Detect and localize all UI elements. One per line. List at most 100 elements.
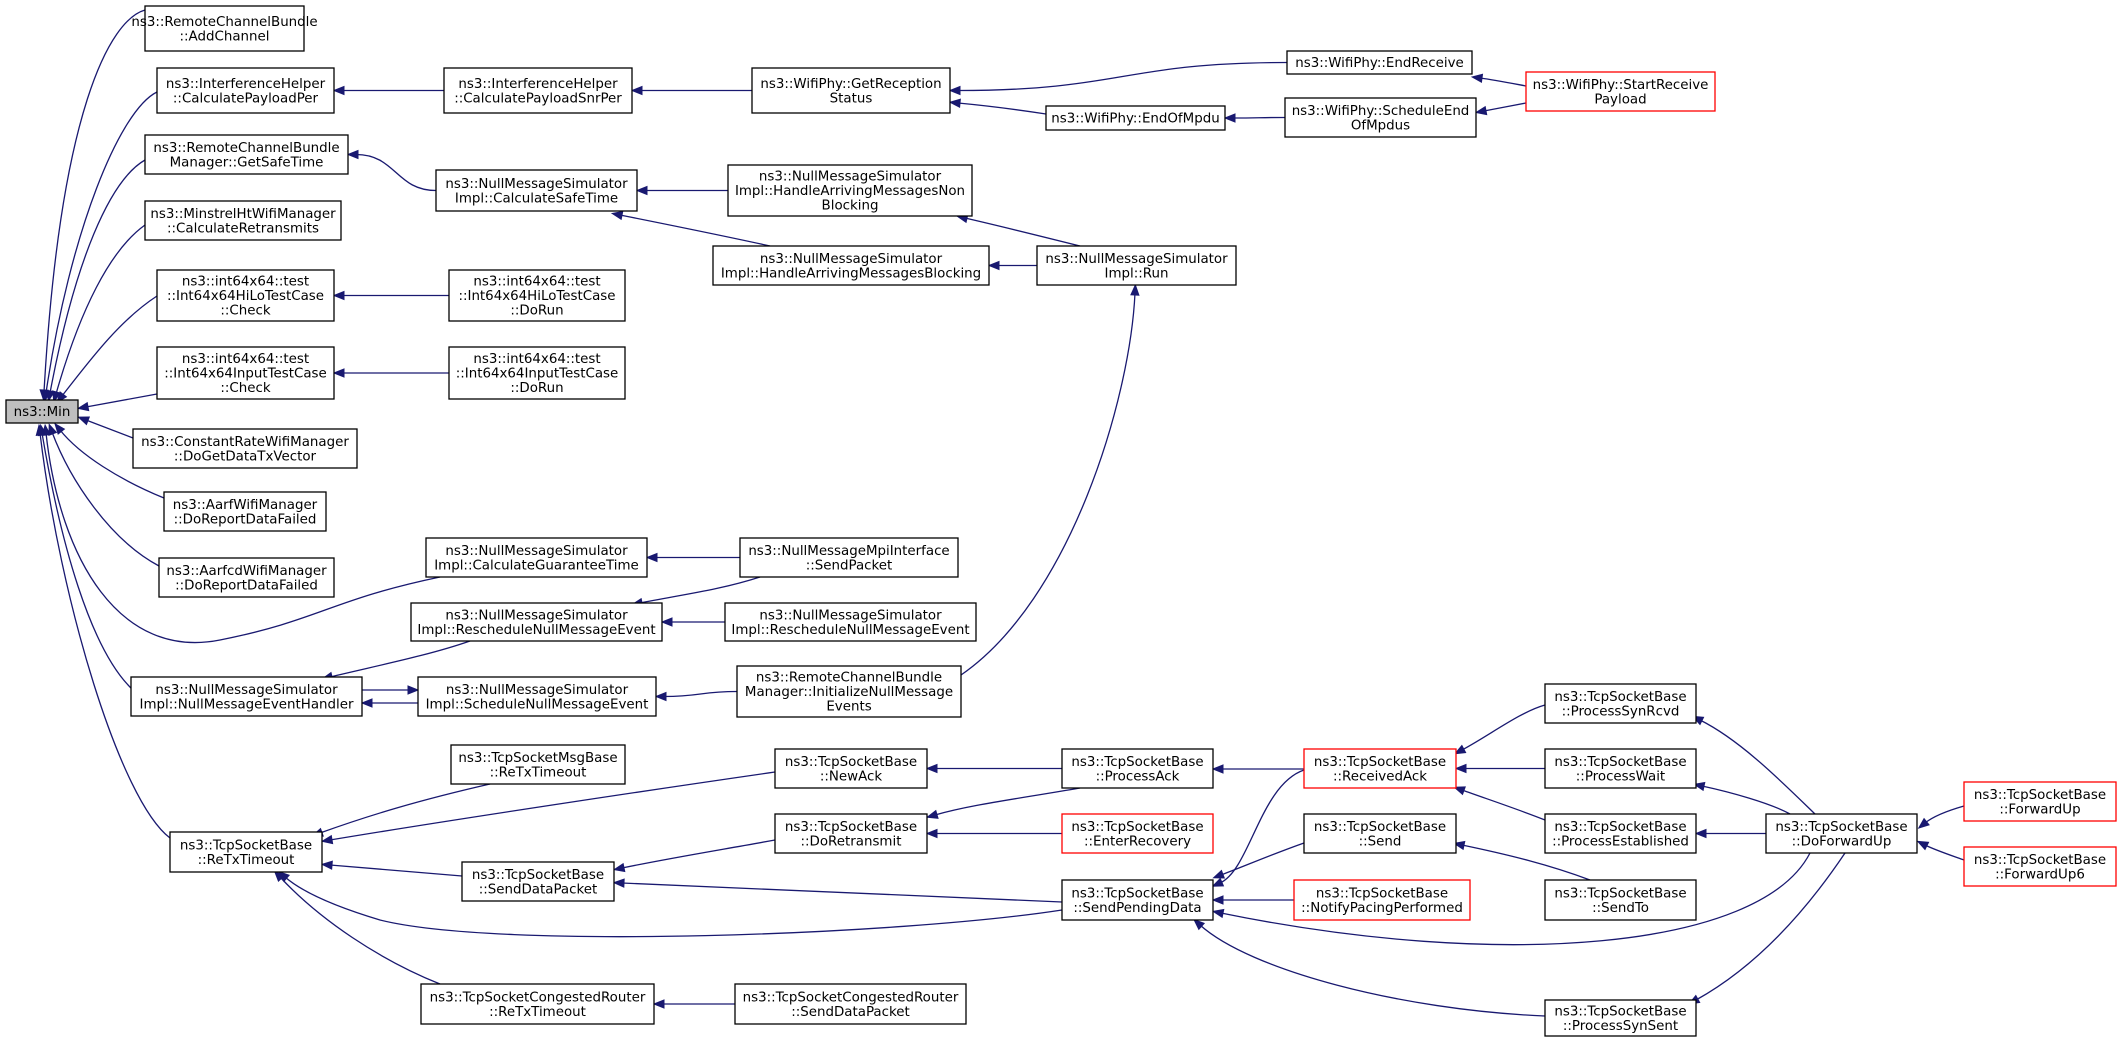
node-tsb-forwardup6[interactable]: ns3::TcpSocketBase::ForwardUp6 [1963, 846, 2117, 887]
node-tsb-doretransmit[interactable]: ns3::TcpSocketBase::DoRetransmit [774, 813, 928, 854]
node-min: ns3::Min [5, 399, 79, 424]
node-box [425, 537, 648, 578]
node-nms-reschedule-b[interactable]: ns3::NullMessageSimulatorImpl::Reschedul… [724, 602, 977, 642]
node-label-line: ns3::int64x64::test [473, 352, 600, 367]
node-box [1284, 97, 1477, 138]
node-nms-calcsafetime[interactable]: ns3::NullMessageSimulatorImpl::Calculate… [435, 169, 638, 212]
node-wp-endofmpdu[interactable]: ns3::WifiPhy::EndOfMpdu [1045, 105, 1226, 131]
node-hilo-check[interactable]: ns3::int64x64::test::Int64x64HiLoTestCas… [156, 269, 335, 322]
node-label-line: Impl::HandleArrivingMessagesNon [735, 184, 965, 199]
arrowhead-wp_scheduleendofmpdus-to-wp_endofmpdu [1223, 113, 1236, 123]
node-label-line: ns3::ConstantRateWifiManager [141, 435, 349, 450]
node-box [144, 200, 342, 241]
node-label-line: ::SendPacket [806, 558, 893, 573]
node-label-line: ns3::TcpSocketMsgBase [458, 751, 617, 766]
node-box [144, 5, 305, 52]
node-tsb-processwait[interactable]: ns3::TcpSocketBase::ProcessWait [1544, 748, 1697, 789]
node-tsb-processsynsent[interactable]: ns3::TcpSocketBase::ProcessSynSent [1544, 999, 1697, 1037]
node-ih-calcpayloadsnrper[interactable]: ns3::InterferenceHelper::CalculatePayloa… [443, 67, 633, 114]
arrowhead-hilo_dorun-to-hilo_check [332, 290, 345, 301]
node-input-dorun[interactable]: ns3::int64x64::test::Int64x64InputTestCa… [448, 346, 626, 400]
node-crwm-dogetdatatxvector[interactable]: ns3::ConstantRateWifiManager::DoGetDataT… [132, 428, 358, 469]
node-nms-calcguaranteetime[interactable]: ns3::NullMessageSimulatorImpl::Calculate… [425, 537, 648, 578]
edge-tsb_forwardup-to-tsb_doforwardup [1924, 805, 1965, 824]
node-label-line: ns3::NullMessageSimulator [759, 608, 942, 623]
edge-hilo_check-to-min [61, 295, 158, 397]
node-nms-reschedule-a[interactable]: ns3::NullMessageSimulatorImpl::Reschedul… [410, 602, 663, 642]
node-box [1765, 813, 1918, 854]
edge-mht_calcretransmits-to-min [55, 224, 146, 395]
arrowhead-tsb_processwait-to-tsb_receivedack [1454, 763, 1467, 774]
edge-tsb_sendpendingdata-to-tsb_senddatapacket [621, 882, 1063, 903]
node-label-line: Status [830, 91, 873, 106]
arrowhead-tscr_senddatapacket-to-tscr_retxtimeout [652, 999, 665, 1009]
node-box [443, 67, 633, 114]
node-tsb-send[interactable]: ns3::TcpSocketBase::Send [1303, 813, 1457, 854]
node-box [163, 491, 327, 532]
node-input-check[interactable]: ns3::int64x64::test::Int64x64InputTestCa… [156, 346, 335, 400]
node-label-line: ::Check [220, 304, 270, 319]
node-aarf-doreportdatafailed[interactable]: ns3::AarfWifiManager::DoReportDataFailed [163, 491, 327, 532]
node-mht-calcretransmits[interactable]: ns3::MinstrelHtWifiManager::CalculateRet… [144, 200, 342, 241]
node-tsb-doforwardup[interactable]: ns3::TcpSocketBase::DoForwardUp [1765, 813, 1918, 854]
node-nmmpi-sendpacket[interactable]: ns3::NullMessageMpiInterface::SendPacket [739, 537, 959, 578]
edge-nms_handleblocking-to-nms_calcsafetime [619, 214, 771, 247]
node-rcbm-initnull[interactable]: ns3::RemoteChannelBundleManager::Initial… [736, 665, 962, 718]
node-tsb-forwardup[interactable]: ns3::TcpSocketBase::ForwardUp [1963, 781, 2117, 822]
node-label-line: ::CalculateRetransmits [167, 221, 319, 236]
node-tsb-sendpendingdata[interactable]: ns3::TcpSocketBase::SendPendingData [1061, 879, 1214, 921]
node-box [1544, 683, 1697, 724]
arrowhead-crwm_dogetdatatxvector-to-min [77, 416, 91, 426]
node-label-line: ::SendPendingData [1073, 901, 1201, 916]
node-tsb-newack[interactable]: ns3::TcpSocketBase::NewAck [774, 748, 928, 789]
node-hilo-dorun[interactable]: ns3::int64x64::test::Int64x64HiLoTestCas… [448, 269, 626, 322]
edge-rcbm_initnull-to-nms_run [960, 292, 1136, 676]
edge-tsb_forwardup6-to-tsb_doforwardup [1924, 844, 1965, 861]
node-box [1045, 105, 1226, 131]
arrowhead-tscr_retxtimeout-to-tsb_retxtimeout [273, 870, 286, 883]
node-tsb-notifypacing[interactable]: ns3::TcpSocketBase::NotifyPacingPerforme… [1293, 879, 1471, 921]
node-tsb-processestablished[interactable]: ns3::TcpSocketBase::ProcessEstablished [1544, 813, 1697, 854]
node-rcbm-getsafetime[interactable]: ns3::RemoteChannelBundleManager::GetSafe… [144, 134, 349, 175]
node-tsb-processsynrcvd[interactable]: ns3::TcpSocketBase::ProcessSynRcvd [1544, 683, 1697, 724]
node-tscr-senddatapacket[interactable]: ns3::TcpSocketCongestedRouter::SendDataP… [734, 983, 967, 1025]
node-tsb-processack[interactable]: ns3::TcpSocketBase::ProcessAck [1061, 748, 1214, 789]
node-box [727, 164, 973, 217]
edge-tsb_senddatapacket-to-tsb_retxtimeout [329, 864, 463, 877]
node-rcb-addchannel[interactable]: ns3::RemoteChannelBundle::AddChannel [131, 5, 318, 52]
node-box [1544, 999, 1697, 1037]
node-tsb-sendto[interactable]: ns3::TcpSocketBase::SendTo [1544, 879, 1697, 921]
arrowhead-tsb_forwardup-to-tsb_doforwardup [1917, 817, 1930, 829]
arrowhead-nms_reschedule_b-to-nms_reschedule_a [660, 617, 673, 627]
node-tsmb-retxtimeout[interactable]: ns3::TcpSocketMsgBase::ReTxTimeout [450, 744, 626, 785]
node-nms-handlenonblocking[interactable]: ns3::NullMessageSimulatorImpl::HandleArr… [727, 164, 973, 217]
node-label-line: ns3::TcpSocketBase [1974, 853, 2106, 868]
arrowhead-tsb_processsynrcvd-to-tsb_receivedack [1453, 744, 1467, 755]
node-label-line: ns3::RemoteChannelBundle [153, 141, 339, 156]
node-aarfcd-doreportdatafailed[interactable]: ns3::AarfcdWifiManager::DoReportDataFail… [158, 557, 335, 598]
edge-tsb_receivedack-to-tsb_sendpendingdata [1219, 769, 1305, 884]
node-ih-calcpayloadper[interactable]: ns3::InterferenceHelper::CalculatePayloa… [156, 67, 335, 114]
node-label-line: ns3::WifiPhy::ScheduleEnd [1292, 104, 1470, 119]
node-tsb-enterrecovery[interactable]: ns3::TcpSocketBase::EnterRecovery [1061, 813, 1214, 854]
node-nms-eventhandler[interactable]: ns3::NullMessageSimulatorImpl::NullMessa… [130, 676, 363, 717]
arrowhead-tsb_notifypacing-to-tsb_sendpendingdata [1211, 895, 1224, 905]
node-nms-schedulenull[interactable]: ns3::NullMessageSimulatorImpl::ScheduleN… [417, 676, 657, 717]
node-box [144, 134, 349, 175]
node-wp-endreceive[interactable]: ns3::WifiPhy::EndReceive [1286, 50, 1473, 75]
node-label-line: Impl::ScheduleNullMessageEvent [426, 697, 649, 712]
node-nms-handleblocking[interactable]: ns3::NullMessageSimulatorImpl::HandleArr… [712, 245, 990, 286]
arrowhead-rcbm_initnull-to-nms_schedulenull [654, 691, 667, 702]
arrowhead-aarf_doreportdatafailed-to-min [54, 422, 66, 435]
node-box [1963, 846, 2117, 887]
node-tsb-receivedack[interactable]: ns3::TcpSocketBase::ReceivedAck [1303, 748, 1457, 789]
node-tscr-retxtimeout[interactable]: ns3::TcpSocketCongestedRouter::ReTxTimeo… [420, 983, 655, 1025]
node-tsb-retxtimeout[interactable]: ns3::TcpSocketBase::ReTxTimeout [169, 831, 323, 873]
edge-wp_scheduleendofmpdus-to-wp_endofmpdu [1232, 116, 1286, 119]
node-tsb-senddatapacket[interactable]: ns3::TcpSocketBase::SendDataPacket [461, 861, 615, 902]
